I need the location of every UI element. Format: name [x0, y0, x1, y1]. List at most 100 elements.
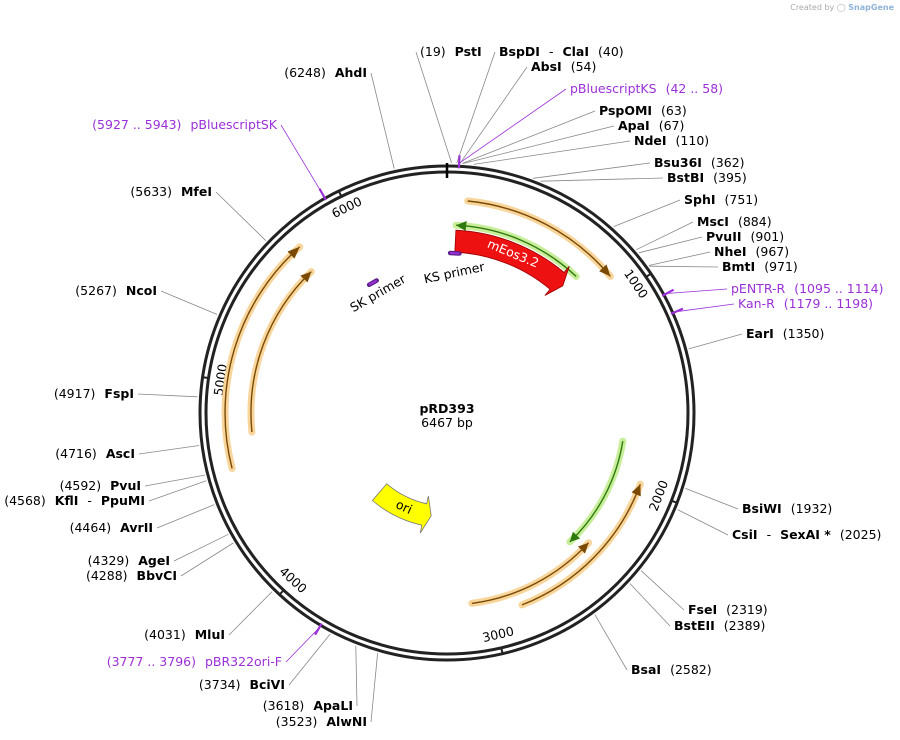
site-label-part: AhdI: [335, 65, 367, 80]
plasmid-name: pRD393: [419, 401, 474, 416]
site-label-agei: (4329)AgeI: [88, 553, 170, 568]
site-label-part: AscI: [106, 446, 135, 461]
orange-arc-1: [467, 200, 611, 277]
site-label-bmti: BmtI(971): [722, 259, 798, 274]
site-label-part: SphI: [684, 192, 716, 207]
site-label-part: -: [549, 44, 554, 59]
site-label-part: AlwNI: [326, 714, 367, 729]
site-label-part: (967): [756, 244, 790, 259]
site-label-apali: (3618)ApaLI: [263, 698, 353, 713]
site-label-part: (362): [711, 155, 745, 170]
leader-line-pbluescriptsk: [280, 124, 324, 196]
credit-brand: SnapGene: [848, 3, 894, 12]
site-label-part: BsiWI: [742, 501, 782, 516]
site-label-bspdi-clai: BspDI-ClaI(40): [499, 44, 624, 59]
site-label-pbluescriptks: pBluescriptKS (42 .. 58): [570, 81, 723, 96]
site-label-mlui: (4031)MluI: [144, 627, 225, 642]
tick-label-6000: 6000: [329, 193, 364, 220]
site-label-part: (901): [751, 229, 785, 244]
leader-line-kfli-ppumi: [148, 480, 207, 502]
site-label-part: (4568): [4, 493, 46, 508]
site-label-part: PvuI: [110, 478, 141, 493]
site-label-part: (42 .. 58): [666, 81, 723, 96]
orange-arc-5-arrowhead: [300, 271, 312, 283]
leader-line-eari: [688, 333, 743, 350]
site-label-pvui: (4592)PvuI: [60, 478, 141, 493]
site-label-part: pENTR-R: [731, 281, 786, 296]
site-label-part: (3618): [263, 698, 305, 713]
site-label-part: NcoI: [126, 283, 157, 298]
orange-arc-5: [250, 271, 312, 433]
site-label-apai: ApaI (67): [618, 118, 684, 133]
leader-line-mlui: [228, 591, 273, 636]
site-label-ahdi: (6248) AhdI: [284, 65, 367, 80]
leader-line-sphi: [613, 199, 681, 227]
site-label-part: (5633): [130, 184, 172, 199]
feature-core-ks-primer: [450, 252, 460, 255]
site-label-part: MfeI: [181, 184, 212, 199]
site-label-bsu36i: Bsu36I(362): [654, 155, 745, 170]
site-label-msci: MscI(884): [697, 214, 772, 229]
site-label-part: pBluescriptKS: [570, 81, 657, 96]
orange-arc-4: [224, 246, 301, 469]
site-label-bsteii: BstEII(2389): [674, 618, 765, 633]
site-label-part: (6248): [284, 65, 326, 80]
site-label-part: (2389): [724, 618, 766, 633]
site-label-part: SexAI *: [780, 527, 831, 542]
leader-line-psti: [415, 51, 452, 164]
leader-line-fspi: [137, 393, 198, 398]
site-label-sphi: SphI (751): [684, 192, 758, 207]
site-label-part: (1350): [783, 326, 825, 341]
site-label-bsai: BsaI(2582): [631, 662, 712, 677]
site-label-absi: AbsI(54): [531, 59, 596, 74]
orange-arc-2: [521, 483, 641, 606]
leader-line-absi: [459, 66, 528, 164]
site-label-part: PvuII: [706, 229, 742, 244]
leader-line-bbvci: [180, 542, 234, 577]
orange-arc-4-arrowhead: [287, 246, 300, 259]
leader-line-agei: [173, 533, 229, 562]
site-label-part: (751): [725, 192, 759, 207]
site-label-part: AbsI: [531, 59, 562, 74]
orange-arc-3: [471, 542, 590, 605]
site-label-part: (2319): [726, 602, 768, 617]
site-label-part: pBR322ori-F: [205, 654, 282, 669]
site-label-part: BspDI: [499, 44, 540, 59]
credit-prefix: Created by: [790, 3, 835, 12]
leader-line-bsiwi: [685, 488, 739, 510]
site-label-part: (4716): [55, 446, 97, 461]
orange-arc-3-glow: [468, 539, 593, 607]
site-label-part: BsaI: [631, 662, 661, 677]
site-label-part: (1179 .. 1198): [784, 296, 873, 311]
site-label-part: (2025): [840, 527, 882, 542]
site-label-part: NheI: [714, 244, 747, 259]
site-label-part: (4329): [88, 553, 130, 568]
tick-6000: [337, 189, 343, 198]
site-label-pbr322ori-f: (3777 .. 3796)pBR322ori-F: [107, 654, 282, 669]
site-leader-lines: [137, 51, 743, 723]
primer-marker-pbluescriptsk: [318, 188, 327, 201]
tick-4000: [278, 588, 286, 596]
leader-line-ncoi: [160, 290, 218, 315]
leader-line-bsai: [594, 614, 628, 671]
feature-label-ks-primer: KS primer: [422, 259, 486, 287]
site-label-part: MscI: [697, 214, 729, 229]
leader-line-bspdi-clai: [456, 51, 496, 164]
site-label-bcivi: (3734)BciVI: [199, 677, 285, 692]
site-label-part: (3734): [199, 677, 241, 692]
site-label-part: KflI: [55, 493, 79, 508]
site-label-part: ApaI: [618, 118, 650, 133]
leader-line-ndei: [473, 140, 631, 165]
snapgene-logo-icon: ◯: [836, 3, 846, 12]
site-label-part: NdeI: [634, 133, 667, 148]
site-label-part: ClaI: [562, 44, 589, 59]
tick-3000: [500, 646, 504, 655]
leader-line-bsu36i: [533, 162, 651, 179]
leader-line-bcivi: [288, 633, 331, 686]
site-label-part: (67): [659, 118, 685, 133]
site-label-part: (63): [661, 103, 687, 118]
site-label-eari: EarI(1350): [746, 326, 824, 341]
